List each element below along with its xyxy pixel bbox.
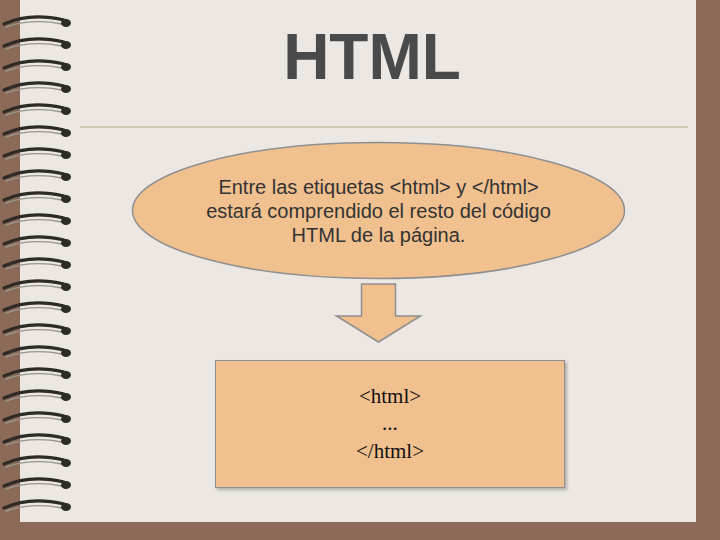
statement-ellipse: Entre las etiquetas <html> y </html> est… (131, 141, 626, 280)
node-text: <html> ... </html> (356, 383, 424, 465)
block-arrow (337, 284, 421, 342)
slide-title: HTML (80, 22, 664, 92)
code-box: <html> ... </html> (215, 360, 565, 488)
spiral-binding (0, 0, 90, 540)
node-text: Entre las etiquetas <html> y </html> est… (189, 175, 569, 247)
